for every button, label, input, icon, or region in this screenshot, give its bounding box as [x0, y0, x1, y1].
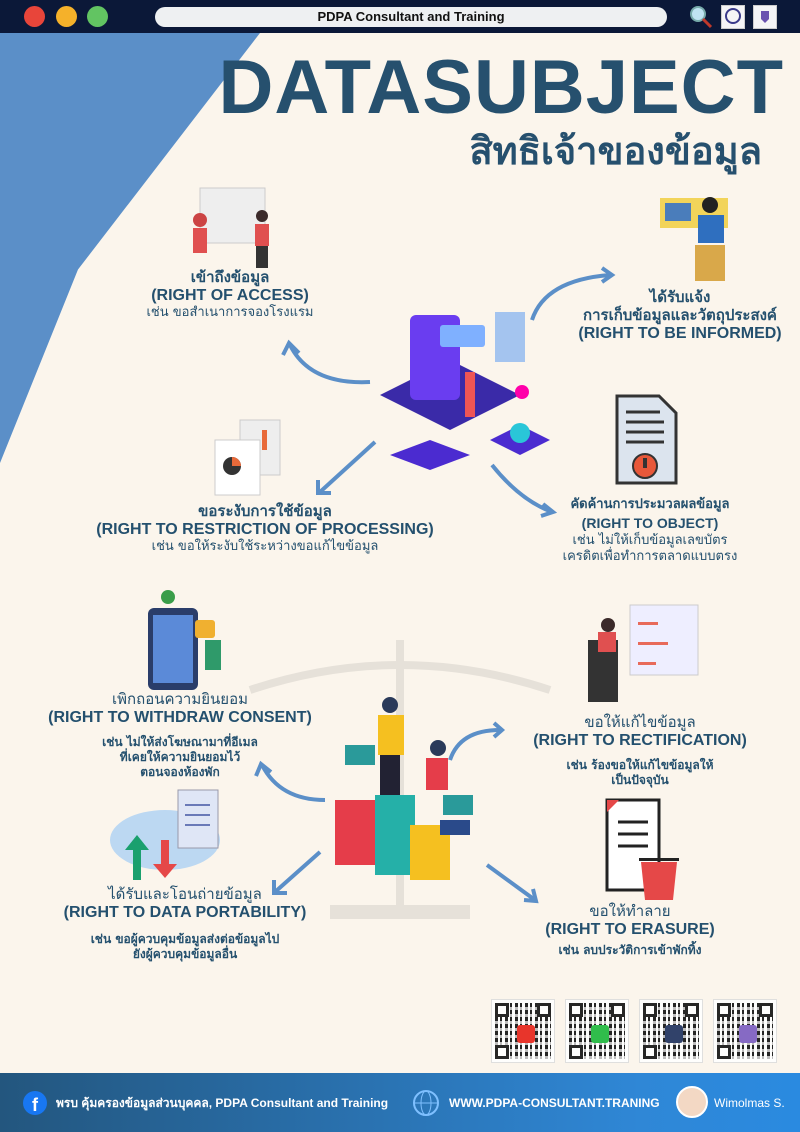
trash-document-icon	[605, 798, 679, 900]
qr-finder	[495, 1003, 509, 1017]
document-alert-icon	[615, 394, 678, 485]
access-thai: เข้าถึงข้อมูล	[190, 268, 270, 286]
restriction-example: เช่น ขอให้ระงับใช้ระหว่างขอแก้ไขข้อมูล	[151, 539, 379, 554]
avatar	[676, 1086, 708, 1118]
arrow-icons	[254, 266, 616, 904]
access-english: (RIGHT OF ACCESS)	[151, 287, 309, 304]
erasure-example: เช่น ลบประวัติการเข้าพักทิ้ง	[558, 943, 702, 957]
qr-finder	[495, 1045, 509, 1059]
informed-english: (RIGHT TO BE INFORMED)	[578, 325, 782, 342]
withdraw-example: เช่น ไม่ให้ส่งโฆษณามาที่อีเมล	[102, 735, 258, 749]
platform-illustration-icon	[380, 312, 550, 470]
withdraw-illustration-icon	[148, 590, 221, 690]
portability-english: (RIGHT TO DATA PORTABILITY)	[63, 904, 307, 921]
arrow-rectification	[448, 728, 501, 761]
close-dot[interactable]	[24, 6, 45, 27]
object-example-2: เครดิตเพื่อทำการตลาดแบบตรง	[562, 549, 738, 564]
right-to-be-informed: ได้รับแจ้ง การเก็บข้อมูลและวัตถุประสงค์ …	[560, 288, 800, 343]
right-to-object: คัดค้านการประมวลผลข้อมูล (RIGHT TO OBJEC…	[540, 496, 760, 565]
maximize-dot[interactable]	[87, 6, 108, 27]
svg-text:f: f	[32, 1095, 39, 1115]
portability-example: เช่น ขอผู้ควบคุมข้อมูลส่งต่อข้อมูลไป	[90, 932, 280, 946]
withdraw-thai: เพิกถอนความยินยอม	[112, 690, 248, 708]
qr-finder	[537, 1003, 551, 1017]
arrow-portability	[273, 850, 322, 894]
page-subtitle: สิทธิเจ้าของข้อมูล	[469, 129, 762, 173]
portability-example-2: ยังผู้ควบคุมข้อมูลอื่น	[132, 947, 238, 961]
qr-code[interactable]	[565, 999, 629, 1063]
portability-thai: ได้รับและโอนถ่ายข้อมูล	[108, 885, 262, 903]
search-icon[interactable]	[688, 4, 714, 30]
arrow-informed	[530, 273, 611, 321]
rectification-example-2: เป็นปัจจุบัน	[611, 773, 669, 787]
informed-thai: ได้รับแจ้ง	[649, 288, 711, 306]
org-logo-icon	[665, 1025, 683, 1043]
restriction-english: (RIGHT TO RESTRICTION OF PROCESSING)	[96, 521, 434, 538]
rectification-example: เช่น ร้องขอให้แก้ไขข้อมูลให้	[566, 758, 714, 772]
minimize-dot[interactable]	[56, 6, 77, 27]
arrow-restriction	[318, 440, 377, 494]
qr-code[interactable]	[713, 999, 777, 1063]
title-bar: PDPA Consultant and Training	[155, 7, 667, 27]
access-example: เช่น ขอสำเนาการจองโรงแรม	[146, 305, 314, 320]
qr-finder	[759, 1003, 773, 1017]
top-bar: PDPA Consultant and Training	[0, 0, 800, 33]
object-english: (RIGHT TO OBJECT)	[581, 515, 719, 531]
globe-icon	[413, 1090, 439, 1116]
qr-code[interactable]	[639, 999, 703, 1063]
right-to-withdraw-consent: เพิกถอนความยินยอม (RIGHT TO WITHDRAW CON…	[30, 690, 330, 780]
rectification-thai: ขอให้แก้ไขข้อมูล	[584, 713, 696, 731]
qr-code[interactable]	[491, 999, 555, 1063]
facebook-page-name[interactable]: พรบ คุ้มครองข้อมูลส่วนบุคคล, PDPA Consul…	[56, 1096, 389, 1110]
qr-finder	[643, 1003, 657, 1017]
qr-finder	[685, 1003, 699, 1017]
footer: f พรบ คุ้มครองข้อมูลส่วนบุคคล, PDPA Cons…	[0, 1073, 800, 1132]
facebook-icon[interactable]: f	[22, 1090, 48, 1116]
line-icon	[591, 1025, 609, 1043]
right-to-erasure: ขอให้ทำลาย (RIGHT TO ERASURE) เช่น ลบประ…	[510, 902, 750, 958]
right-to-restriction: ขอระงับการใช้ข้อมูล (RIGHT TO RESTRICTIO…	[95, 502, 435, 555]
cloud-transfer-icon	[110, 789, 220, 880]
arrow-withdraw	[260, 764, 326, 802]
object-example: เช่น ไม่ให้เก็บข้อมูลเลขบัตร	[572, 533, 728, 548]
object-thai: คัดค้านการประมวลผลข้อมูล	[570, 497, 730, 512]
right-to-data-portability: ได้รับและโอนถ่ายข้อมูล (RIGHT TO DATA PO…	[20, 885, 350, 962]
qr-finder	[717, 1003, 731, 1017]
withdraw-example-3: ตอนจองห้องพัก	[140, 765, 220, 779]
right-to-rectification: ขอให้แก้ไขข้อมูล (RIGHT TO RECTIFICATION…	[500, 713, 780, 788]
org-shield-logo-icon	[739, 1025, 757, 1043]
org-shield-logo-icon	[753, 5, 777, 29]
arrow-object	[490, 463, 553, 514]
qr-finder	[569, 1003, 583, 1017]
rectification-illustration-icon	[588, 604, 699, 702]
withdraw-example-2: ที่เคยให้ความยินยอมไว้	[119, 750, 241, 764]
informed-thai-2: การเก็บข้อมูลและวัตถุประสงค์	[583, 306, 777, 324]
withdraw-english: (RIGHT TO WITHDRAW CONSENT)	[48, 709, 312, 726]
website-link[interactable]: WWW.PDPA-CONSULTANT.TRANING	[449, 1096, 660, 1110]
rectification-english: (RIGHT TO RECTIFICATION)	[533, 732, 747, 749]
qr-finder	[643, 1045, 657, 1059]
qr-finder	[569, 1045, 583, 1059]
restriction-illustration-icon	[214, 419, 281, 496]
arrow-access	[288, 344, 371, 385]
youtube-icon	[517, 1025, 535, 1043]
right-of-access: เข้าถึงข้อมูล (RIGHT OF ACCESS) เช่น ขอส…	[110, 268, 350, 321]
informed-illustration-icon	[660, 197, 728, 281]
illustrations	[110, 187, 728, 919]
arrow-erasure	[485, 863, 537, 902]
org-logo-icon	[721, 5, 745, 29]
access-illustration-icon	[193, 187, 269, 268]
people-charts-illustration-icon	[335, 697, 473, 880]
page-title: DATASUBJECT	[218, 45, 784, 130]
author-name: Wimolmas S.	[714, 1096, 785, 1110]
qr-finder	[717, 1045, 731, 1059]
qr-finder	[611, 1003, 625, 1017]
restriction-thai: ขอระงับการใช้ข้อมูล	[198, 502, 332, 520]
erasure-english: (RIGHT TO ERASURE)	[545, 921, 715, 938]
erasure-thai: ขอให้ทำลาย	[589, 902, 671, 920]
